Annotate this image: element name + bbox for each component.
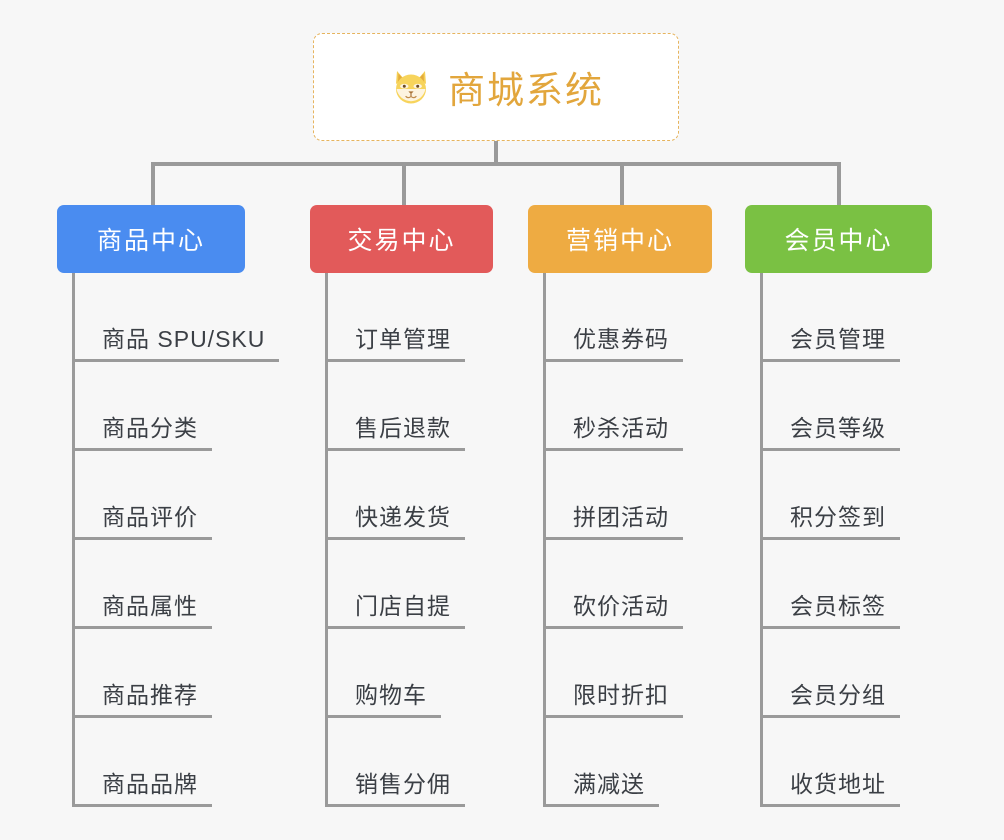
leaf-list-2: 订单管理 售后退款 快递发货 门店自提 购物车 销售分佣 bbox=[310, 273, 493, 807]
list-item[interactable]: 购物车 bbox=[310, 629, 493, 718]
leaf-label: 商品推荐 bbox=[72, 676, 212, 718]
list-item[interactable]: 门店自提 bbox=[310, 540, 493, 629]
leaf-label: 门店自提 bbox=[325, 587, 465, 629]
branch-header-label: 交易中心 bbox=[347, 227, 456, 255]
root-node[interactable]: 商城系统 bbox=[313, 33, 679, 141]
leaf-label: 秒杀活动 bbox=[543, 409, 683, 451]
leaf-label: 快递发货 bbox=[325, 498, 465, 540]
connector-drop-4 bbox=[837, 162, 841, 207]
leaf-label: 会员分组 bbox=[760, 676, 900, 718]
leaf-label: 砍价活动 bbox=[543, 587, 683, 629]
branch-header-label: 商品中心 bbox=[96, 227, 205, 255]
shiba-dog-icon bbox=[388, 64, 434, 110]
list-item[interactable]: 快递发货 bbox=[310, 451, 493, 540]
leaf-label: 会员管理 bbox=[760, 320, 900, 362]
list-item[interactable]: 砍价活动 bbox=[528, 540, 712, 629]
branch-trunk-1 bbox=[72, 273, 75, 807]
list-item[interactable]: 商品品牌 bbox=[57, 718, 245, 807]
branch-header-label: 会员中心 bbox=[784, 227, 893, 255]
leaf-label: 会员标签 bbox=[760, 587, 900, 629]
branch-trunk-4 bbox=[760, 273, 763, 807]
list-item[interactable]: 优惠券码 bbox=[528, 273, 712, 362]
leaf-list-3: 优惠券码 秒杀活动 拼团活动 砍价活动 限时折扣 满减送 bbox=[528, 273, 712, 807]
list-item[interactable]: 商品属性 bbox=[57, 540, 245, 629]
branch-header-1[interactable]: 商品中心 bbox=[57, 205, 245, 273]
branch-header-4[interactable]: 会员中心 bbox=[745, 205, 932, 273]
leaf-label: 商品品牌 bbox=[72, 765, 212, 807]
list-item[interactable]: 售后退款 bbox=[310, 362, 493, 451]
list-item[interactable]: 拼团活动 bbox=[528, 451, 712, 540]
leaf-label: 订单管理 bbox=[325, 320, 465, 362]
branch-column-1: 商品中心 商品 SPU/SKU 商品分类 商品评价 商品属性 商品推荐 商品品牌 bbox=[57, 205, 280, 807]
connector-drop-3 bbox=[620, 162, 624, 207]
leaf-list-1: 商品 SPU/SKU 商品分类 商品评价 商品属性 商品推荐 商品品牌 bbox=[57, 273, 280, 807]
list-item[interactable]: 会员管理 bbox=[745, 273, 932, 362]
list-item[interactable]: 订单管理 bbox=[310, 273, 493, 362]
branch-trunk-3 bbox=[543, 273, 546, 807]
list-item[interactable]: 会员标签 bbox=[745, 540, 932, 629]
list-item[interactable]: 商品推荐 bbox=[57, 629, 245, 718]
leaf-label: 购物车 bbox=[325, 676, 441, 718]
leaf-label: 商品 SPU/SKU bbox=[72, 320, 280, 362]
branch-trunk-2 bbox=[325, 273, 328, 807]
leaf-label: 优惠券码 bbox=[543, 320, 683, 362]
branch-column-3: 营销中心 优惠券码 秒杀活动 拼团活动 砍价活动 限时折扣 满减送 bbox=[528, 205, 712, 807]
list-item[interactable]: 销售分佣 bbox=[310, 718, 493, 807]
list-item[interactable]: 会员分组 bbox=[745, 629, 932, 718]
branch-column-4: 会员中心 会员管理 会员等级 积分签到 会员标签 会员分组 收货地址 bbox=[745, 205, 932, 807]
leaf-label: 收货地址 bbox=[760, 765, 900, 807]
leaf-label: 售后退款 bbox=[325, 409, 465, 451]
branch-header-label: 营销中心 bbox=[565, 227, 674, 255]
connector-bus bbox=[151, 162, 839, 166]
leaf-label: 商品评价 bbox=[72, 498, 212, 540]
list-item[interactable]: 积分签到 bbox=[745, 451, 932, 540]
leaf-label: 拼团活动 bbox=[543, 498, 683, 540]
leaf-label: 销售分佣 bbox=[325, 765, 465, 807]
leaf-label: 会员等级 bbox=[760, 409, 900, 451]
list-item[interactable]: 限时折扣 bbox=[528, 629, 712, 718]
branch-header-3[interactable]: 营销中心 bbox=[528, 205, 712, 273]
list-item[interactable]: 会员等级 bbox=[745, 362, 932, 451]
root-title: 商城系统 bbox=[448, 70, 604, 111]
connector-root-stub bbox=[494, 141, 498, 164]
connector-drop-1 bbox=[151, 162, 155, 207]
leaf-label: 限时折扣 bbox=[543, 676, 683, 718]
leaf-label: 满减送 bbox=[543, 765, 659, 807]
list-item[interactable]: 商品 SPU/SKU bbox=[57, 273, 280, 362]
leaf-list-4: 会员管理 会员等级 积分签到 会员标签 会员分组 收货地址 bbox=[745, 273, 932, 807]
list-item[interactable]: 满减送 bbox=[528, 718, 712, 807]
connector-drop-2 bbox=[402, 162, 406, 207]
leaf-label: 商品属性 bbox=[72, 587, 212, 629]
leaf-label: 积分签到 bbox=[760, 498, 900, 540]
list-item[interactable]: 商品评价 bbox=[57, 451, 245, 540]
list-item[interactable]: 收货地址 bbox=[745, 718, 932, 807]
list-item[interactable]: 商品分类 bbox=[57, 362, 245, 451]
branch-column-2: 交易中心 订单管理 售后退款 快递发货 门店自提 购物车 销售分佣 bbox=[310, 205, 493, 807]
branch-header-2[interactable]: 交易中心 bbox=[310, 205, 493, 273]
list-item[interactable]: 秒杀活动 bbox=[528, 362, 712, 451]
leaf-label: 商品分类 bbox=[72, 409, 212, 451]
